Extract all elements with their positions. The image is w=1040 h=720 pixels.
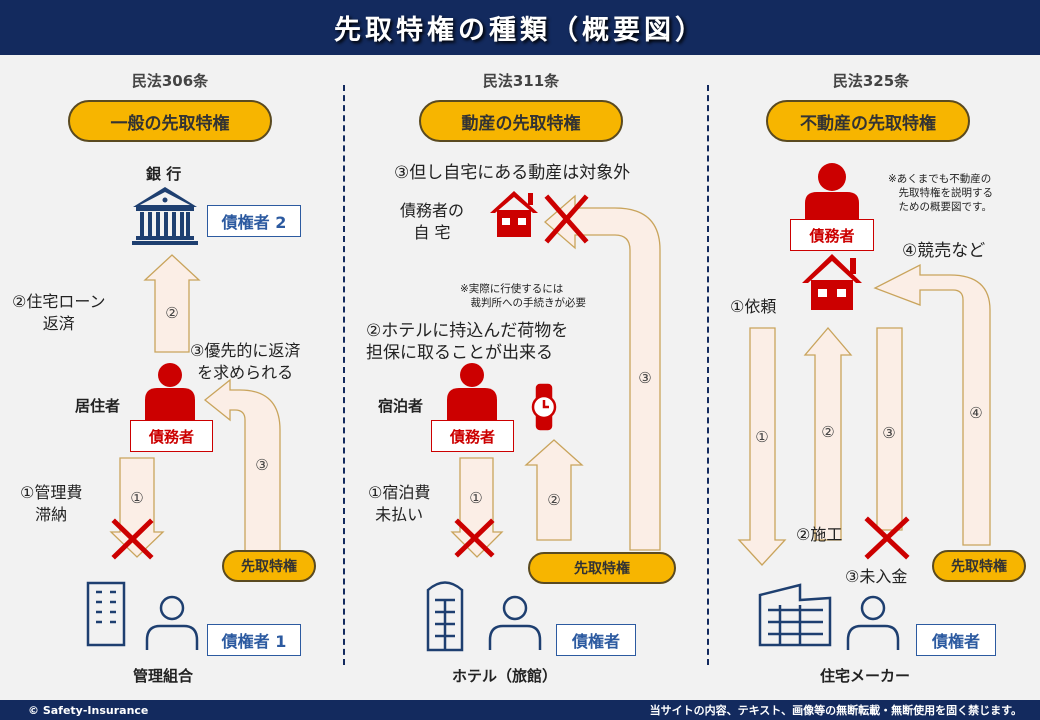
step-number: ① <box>755 428 768 446</box>
arrow-l-4 <box>873 263 991 546</box>
resident-label: 居住者 <box>75 397 121 415</box>
hotel-icon <box>426 581 464 652</box>
arrow-up-2 <box>524 439 584 541</box>
bottom-label: 住宅メーカー <box>820 667 911 685</box>
arrow-down-1 <box>450 457 504 558</box>
building-icon <box>86 581 126 647</box>
watch-icon <box>531 383 557 431</box>
step1-label: ①依頼 <box>730 297 777 316</box>
category-pill: 動産の先取特権 <box>419 100 623 142</box>
lien-pill: 先取特権 <box>222 550 316 582</box>
house-icon <box>490 191 538 237</box>
step2-label: ②ホテルに持込んだ荷物を 担保に取ることが出来る <box>366 321 569 363</box>
copyright: © Safety-Insurance <box>28 703 149 717</box>
person-icon <box>158 363 182 387</box>
footer: © Safety-Insurance 当サイトの内容、テキスト、画像等の無断転載… <box>0 700 1040 720</box>
arrow-up-2 <box>143 254 201 353</box>
person-icon <box>818 163 846 191</box>
step-number: ① <box>130 489 143 507</box>
debtor-box: 債務者 <box>130 420 213 452</box>
law-article: 民法325条 <box>832 72 910 90</box>
bottom-label: 管理組合 <box>133 667 194 685</box>
step-number: ② <box>547 491 560 509</box>
court-note: ※実際に行使するには 裁判所への手続きが必要 <box>460 283 586 309</box>
debtor-box: 債務者 <box>790 219 874 251</box>
arrow-l-3 <box>203 378 281 561</box>
step-number: ③ <box>882 424 895 442</box>
usage-notice: 当サイトの内容、テキスト、画像等の無断転載・無断使用を固く禁じます。 <box>649 704 1022 717</box>
category-pill: 不動産の先取特権 <box>766 100 970 142</box>
step-number: ② <box>165 304 178 322</box>
law-article: 民法311条 <box>482 72 560 90</box>
lien-pill: 先取特権 <box>932 550 1026 582</box>
step-number: ② <box>821 423 834 441</box>
home-label: 債務者の 自 宅 <box>400 201 465 242</box>
guest-label: 宿泊者 <box>378 397 424 415</box>
step4-label: ④競売など <box>902 241 986 261</box>
divider <box>707 85 709 665</box>
step1-label: ①宿泊費 未払い <box>368 483 431 524</box>
step-number: ① <box>469 489 482 507</box>
lien-pill: 先取特権 <box>528 552 676 584</box>
arrow-down-1 <box>737 327 787 566</box>
arrow-l-3 <box>544 194 661 551</box>
person-outline-icon <box>488 595 542 650</box>
bank-label: 銀 行 <box>146 165 182 183</box>
creditor-1-box: 債権者 1 <box>207 624 301 656</box>
divider <box>343 85 345 665</box>
debtor-box: 債務者 <box>431 420 514 452</box>
step2-label: ②住宅ローン 返済 <box>12 292 106 333</box>
creditor-box: 債権者 <box>556 624 636 656</box>
step3-label: ③優先的に返済 を求められる <box>190 341 301 382</box>
diagram-note: ※あくまでも不動産の 先取特権を説明する ための概要図です。 <box>888 173 993 213</box>
x-mark-icon <box>111 194 910 560</box>
creditor-2-box: 債権者 2 <box>207 205 301 237</box>
bank-icon <box>132 187 198 245</box>
header: 先取特権の種類（概要図） <box>0 0 1040 55</box>
exclusion-label: ③但し自宅にある動産は対象外 <box>394 163 631 183</box>
arrow-up-2 <box>803 326 853 541</box>
house-icon <box>802 254 862 310</box>
page-title: 先取特権の種類（概要図） <box>334 15 706 46</box>
bottom-label: ホテル（旅館） <box>452 667 558 685</box>
step3-label: ③未入金 <box>845 567 908 586</box>
category-pill: 一般の先取特権 <box>68 100 272 142</box>
arrow-down-3 <box>876 327 903 531</box>
person-icon <box>460 363 484 387</box>
step-number: ③ <box>255 456 268 474</box>
factory-icon <box>758 583 832 647</box>
law-article: 民法306条 <box>131 72 209 90</box>
creditor-box: 債権者 <box>916 624 996 656</box>
step2-label: ②施工 <box>796 525 843 544</box>
step-number: ④ <box>969 404 982 422</box>
step1-label: ①管理費 滞納 <box>20 483 83 524</box>
person-outline-icon <box>145 595 199 650</box>
person-outline-icon <box>846 595 900 650</box>
step-number: ③ <box>638 369 651 387</box>
